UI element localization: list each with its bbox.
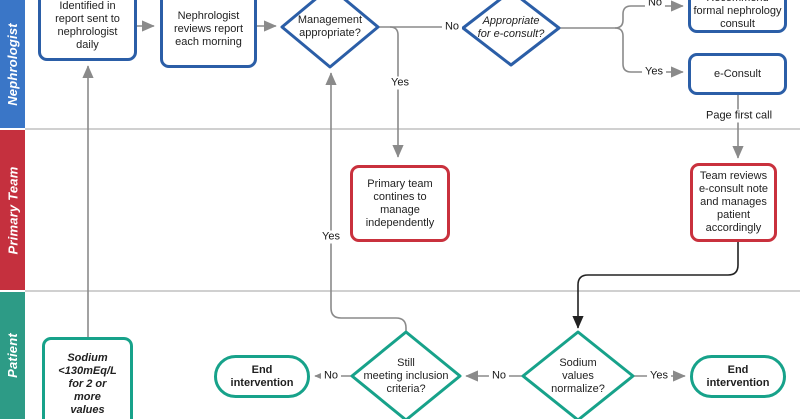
node-sodium-criteria: Sodium <130mEq/L for 2 or more values (42, 337, 133, 419)
diamond-sodium-normalize-text: Sodium values normalize? (551, 356, 605, 395)
edge-econsultq-no-to-recommend (559, 0, 684, 29)
diamond-management-text: Management appropriate? (297, 14, 363, 39)
lane-tab-patient: Patient (0, 292, 25, 419)
edge-label-page-first-call: Page first call (702, 109, 776, 123)
edge-management-yes-to-primary-team (389, 26, 404, 158)
node-e-consult: e-Consult (688, 53, 787, 95)
node-identified-in-report: Identified in report sent to nephrologis… (38, 0, 137, 61)
node-recommend-formal-consult: Recommend formal nephrology consult (688, 0, 787, 33)
node-end-intervention-right: End intervention (690, 355, 786, 398)
edge-still-yes-to-management (325, 72, 407, 332)
node-primary-team-manages: Primary team contines to manage independ… (350, 165, 450, 242)
node-nephrologist-reviews: Nephrologist reviews report each morning (160, 0, 257, 68)
edge-label-no-still-meeting: No (320, 369, 342, 383)
edge-label-yes-management: Yes (388, 76, 412, 90)
edge-econsultq-yes-to-econsult (614, 27, 684, 78)
node-end-intervention-left: End intervention (214, 355, 310, 398)
diamond-still-meeting-text: Still meeting inclusion criteria? (363, 356, 449, 395)
edge-team-reviews-to-normalize (572, 242, 739, 329)
edge-label-no-econsult: No (644, 0, 666, 10)
diamond-econsult-question-text: Appropriate for e-consult? (477, 15, 545, 40)
edge-label-yes-still-meeting: Yes (319, 230, 343, 244)
diamond-still-meeting-shape (350, 330, 462, 419)
edge-label-no-normalize: No (488, 369, 510, 383)
edge-label-yes-econsult: Yes (642, 65, 666, 79)
node-team-reviews-econsult: Team reviews e-consult note and manages … (690, 163, 777, 242)
diamond-sodium-normalize-shape (521, 330, 635, 419)
lane-tab-nephrologist: Nephrologist (0, 0, 25, 128)
diamond-econsult-question-shape (461, 0, 561, 67)
lane-tab-primary-team: Primary Team (0, 130, 25, 290)
edge-label-yes-normalize: Yes (647, 369, 671, 383)
edge-label-no-management: No (441, 20, 463, 34)
diamond-management-shape (280, 0, 380, 69)
